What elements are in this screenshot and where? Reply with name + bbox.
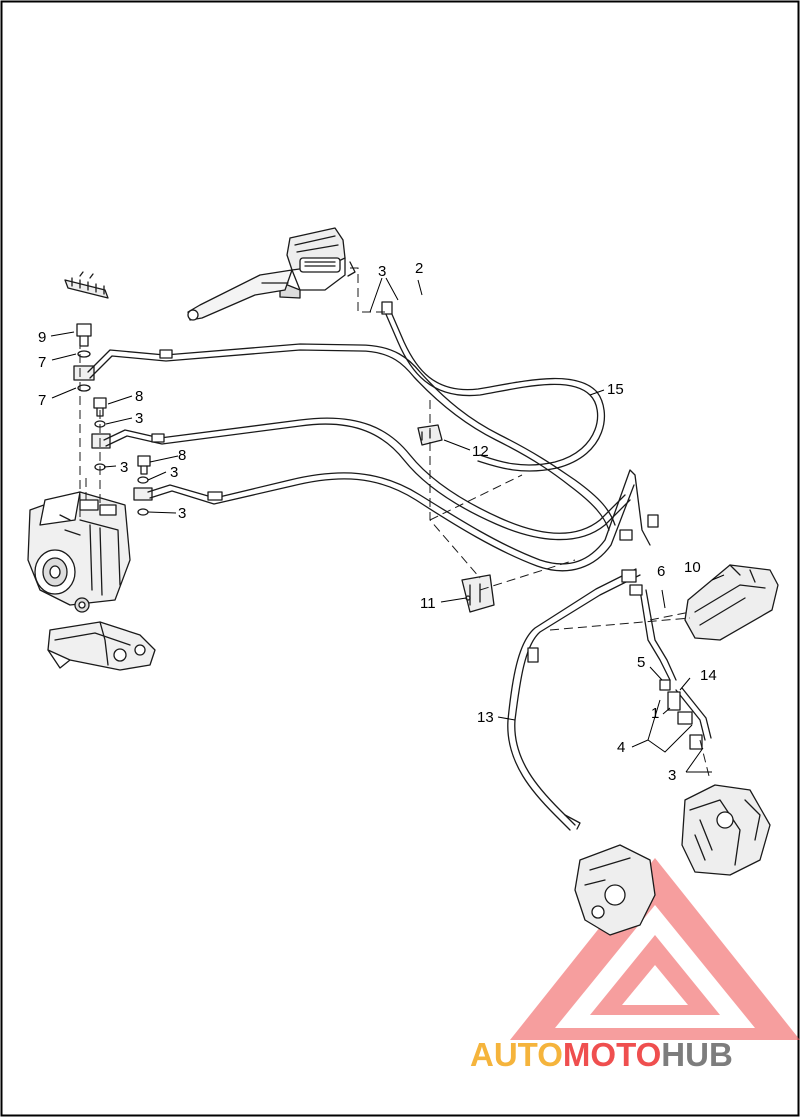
callout-14: 14 bbox=[700, 667, 717, 684]
abs-module bbox=[27, 491, 131, 613]
brake-lever bbox=[187, 269, 293, 321]
callout-13: 13 bbox=[477, 709, 494, 726]
callout-3e: 3 bbox=[378, 263, 386, 280]
watermark-text: AUTOMOTOHUB bbox=[470, 1036, 733, 1073]
brake-line-upper bbox=[87, 343, 616, 531]
callout-1: 1 bbox=[651, 705, 659, 722]
dashed-leaders bbox=[79, 267, 711, 781]
banjo-fittings bbox=[659, 679, 703, 750]
callout-7a: 7 bbox=[38, 354, 46, 371]
watermark-hub: HUB bbox=[661, 1036, 733, 1073]
callout-3f: 3 bbox=[668, 767, 676, 784]
callout-labels: 9 7 7 8 3 8 3 3 3 3 2 15 12 11 10 6 5 14… bbox=[38, 260, 717, 784]
watermark-logo bbox=[510, 858, 800, 1040]
connector-strip bbox=[64, 271, 109, 299]
caliper-left bbox=[574, 844, 656, 936]
bracket-10 bbox=[684, 564, 779, 641]
callout-8b: 8 bbox=[178, 447, 186, 464]
master-cylinder bbox=[279, 227, 356, 299]
callout-11: 11 bbox=[420, 595, 436, 612]
watermark-moto: MOTO bbox=[563, 1036, 661, 1073]
brake-line-lower bbox=[147, 469, 651, 572]
clip-11 bbox=[461, 574, 495, 613]
callout-3a: 3 bbox=[135, 410, 143, 427]
fittings-left bbox=[73, 323, 153, 516]
callout-6: 6 bbox=[657, 563, 665, 580]
callout-10: 10 bbox=[684, 559, 701, 576]
caliper-right bbox=[681, 784, 771, 876]
svg-text:AUTOMOTOHUB: AUTOMOTOHUB bbox=[470, 1036, 733, 1073]
line-couplings bbox=[151, 349, 659, 596]
callout-2: 2 bbox=[415, 260, 423, 277]
callout-7b: 7 bbox=[38, 392, 46, 409]
callout-4: 4 bbox=[617, 739, 625, 756]
callout-12: 12 bbox=[472, 443, 489, 460]
callout-5: 5 bbox=[637, 654, 645, 671]
brake-line-15 bbox=[381, 301, 605, 472]
callout-8a: 8 bbox=[135, 388, 143, 405]
watermark-auto: AUTO bbox=[470, 1036, 563, 1073]
leader-lines bbox=[50, 277, 725, 773]
callout-3b: 3 bbox=[120, 459, 128, 476]
brake-line-14 bbox=[639, 589, 712, 741]
abs-bracket bbox=[47, 621, 156, 671]
callout-15: 15 bbox=[607, 381, 624, 398]
callout-3d: 3 bbox=[178, 505, 186, 522]
callout-3c: 3 bbox=[170, 464, 178, 481]
callout-9: 9 bbox=[38, 329, 46, 346]
